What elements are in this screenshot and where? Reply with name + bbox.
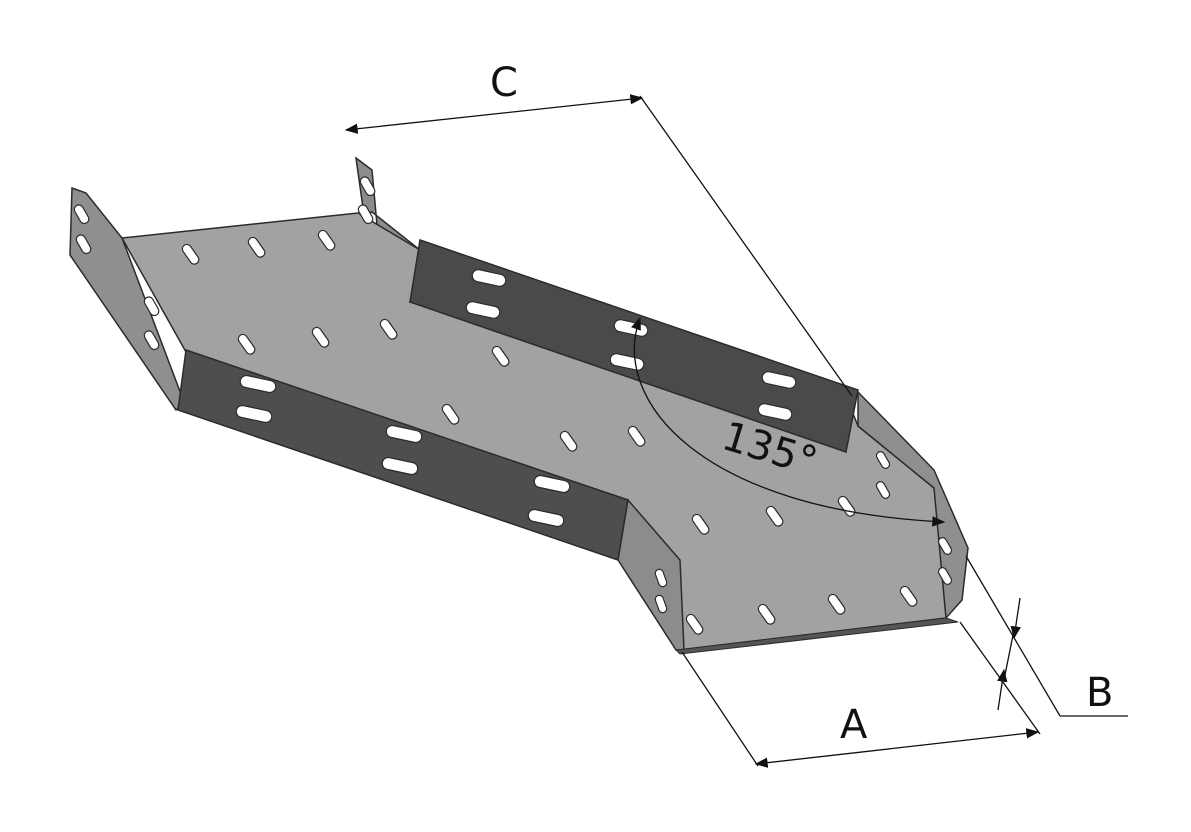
dimension-label-a: A [840, 702, 868, 748]
slot [379, 318, 398, 340]
dimension-lines [344, 94, 1128, 768]
slot [239, 374, 277, 394]
slot [311, 326, 330, 348]
slot [654, 594, 668, 614]
b-arrow-top [1010, 597, 1021, 640]
slot [559, 430, 578, 452]
b-gap-line [1003, 629, 1015, 681]
slot [471, 269, 507, 287]
slot [491, 345, 510, 367]
slot [73, 204, 90, 225]
slot [654, 568, 668, 588]
a-dimension-line [754, 728, 1040, 768]
slot [827, 593, 846, 615]
c-dimension-line [344, 94, 644, 134]
slot [533, 474, 571, 494]
slot [143, 296, 160, 317]
slot [527, 508, 565, 528]
dimension-label-b: B [1086, 670, 1113, 716]
slot [181, 243, 200, 265]
slot [357, 204, 374, 225]
slot [937, 537, 953, 555]
slot [143, 330, 160, 351]
slot [465, 301, 501, 319]
slot [359, 176, 376, 197]
front-bottom-lip [674, 617, 959, 655]
slot [75, 234, 92, 255]
slot [235, 404, 273, 424]
slot [757, 603, 776, 625]
cable-tray-135-bend [69, 156, 969, 655]
slot [237, 333, 256, 355]
a-extension-left [681, 651, 759, 767]
slot [247, 236, 266, 258]
dimension-label-c: C [490, 60, 518, 106]
b-arrow-bottom [997, 668, 1008, 711]
slot [317, 229, 336, 251]
slot [899, 585, 918, 607]
a-extension-right [959, 621, 1041, 735]
slot [385, 424, 423, 444]
slot [937, 567, 953, 585]
slot [441, 403, 460, 425]
angle-arc [631, 316, 946, 527]
slot [685, 613, 704, 635]
slot [381, 456, 419, 476]
